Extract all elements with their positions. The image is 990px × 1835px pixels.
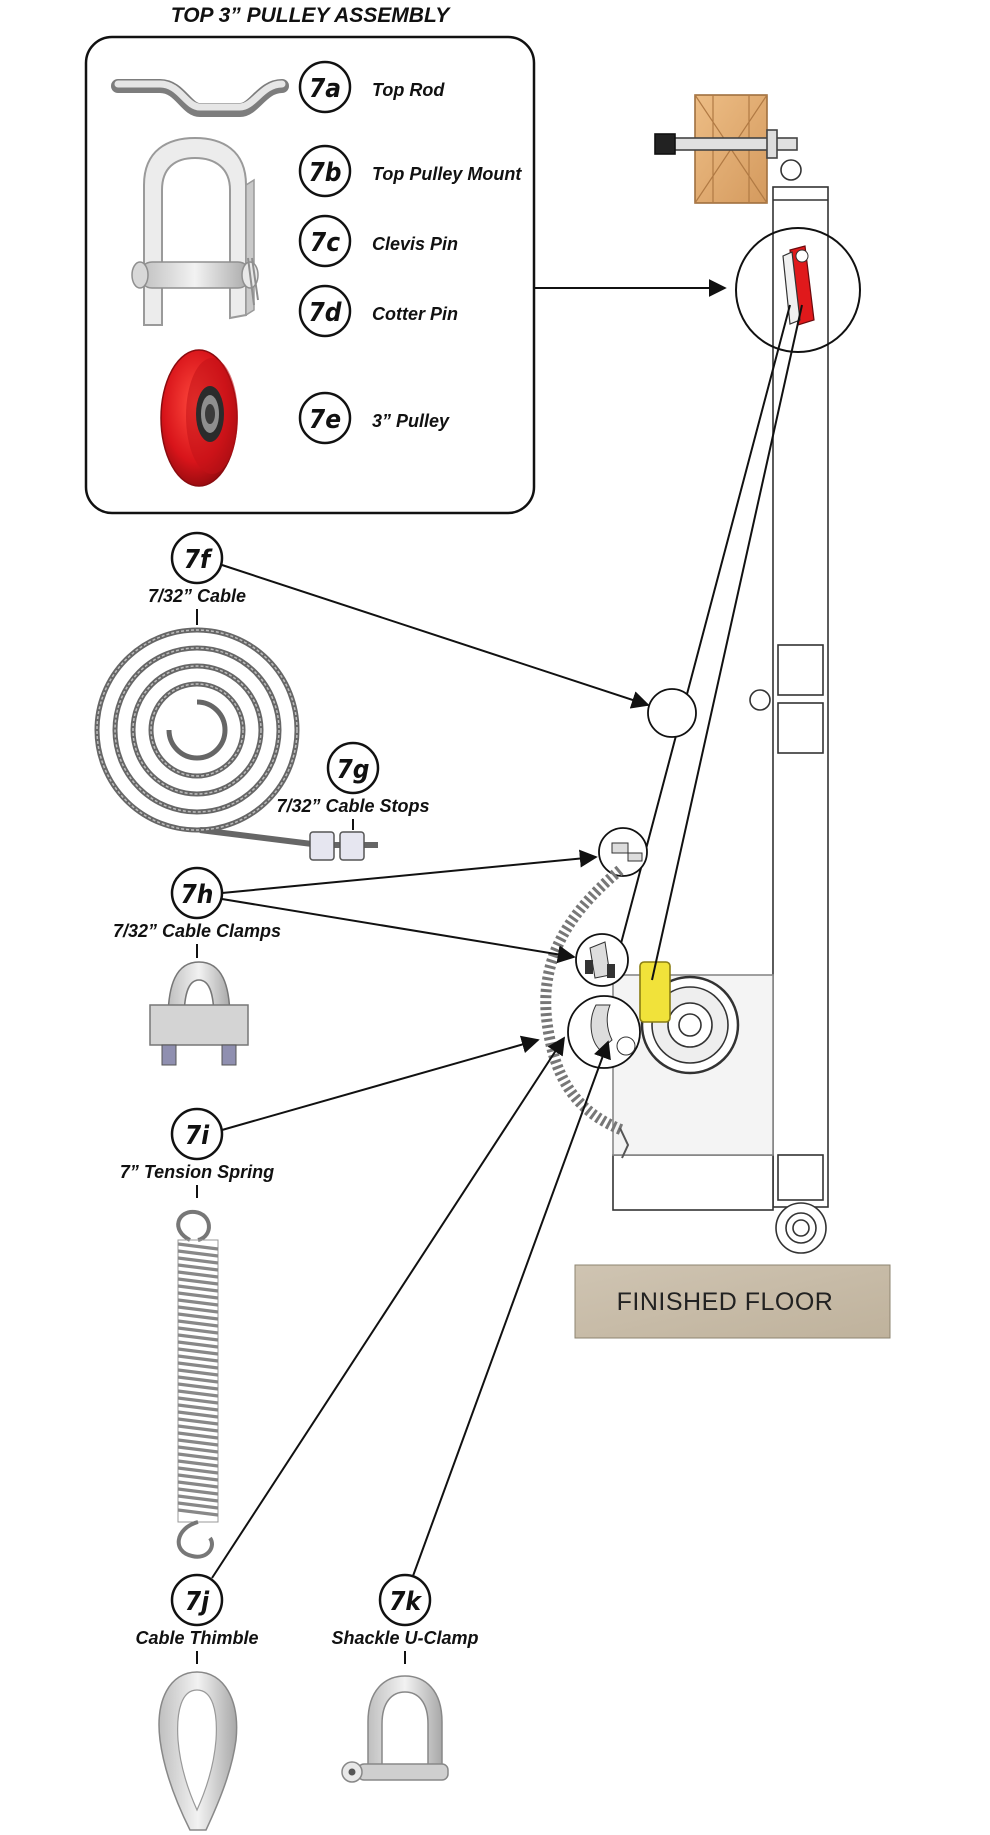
label-3in-pulley: 3” Pulley	[372, 411, 450, 431]
badge-7g: 7g	[326, 741, 380, 795]
cable-stops-icon	[309, 831, 365, 861]
badge-7i: 7i	[170, 1107, 224, 1161]
svg-text:7c: 7c	[310, 228, 340, 258]
clevis-pin-shape	[139, 261, 251, 289]
badge-7c: 7c	[298, 214, 352, 268]
svg-text:7k: 7k	[389, 1587, 422, 1617]
svg-text:7b: 7b	[308, 158, 341, 188]
arrow-7j	[211, 1036, 565, 1579]
badge-7f: 7f	[170, 531, 224, 585]
red-pulley-icon	[160, 349, 238, 487]
finished-floor	[574, 1264, 891, 1339]
badge-7b: 7b	[298, 144, 352, 198]
top-rod-icon	[111, 79, 289, 117]
top-pulley-callout	[735, 227, 861, 353]
label-cable-thimble: Cable Thimble	[135, 1628, 258, 1648]
svg-text:7d: 7d	[308, 298, 341, 328]
assembly-title: TOP 3” PULLEY ASSEMBLY	[171, 4, 451, 27]
label-clevis-pin: Clevis Pin	[372, 234, 458, 254]
thimble-shackle-callout	[567, 995, 641, 1069]
label-cotter-pin: Cotter Pin	[372, 304, 458, 324]
cable-stops-callout	[598, 827, 648, 877]
arrow-7h-upper	[221, 849, 598, 894]
cable-thimble-icon	[158, 1671, 238, 1831]
cable-clamps-callout	[575, 933, 629, 987]
cable-callout-circle	[647, 688, 697, 738]
svg-text:7e: 7e	[309, 405, 341, 435]
svg-text:7j: 7j	[185, 1587, 210, 1617]
label-top-pulley-mount: Top Pulley Mount	[372, 164, 522, 184]
label-cable-stops: 7/32” Cable Stops	[276, 796, 429, 816]
badge-7e: 7e	[298, 391, 352, 445]
cable-clamp-icon	[149, 961, 249, 1066]
label-cable: 7/32” Cable	[148, 586, 246, 606]
svg-text:7i: 7i	[185, 1121, 210, 1151]
cable-lines	[609, 304, 803, 986]
badge-7h: 7h	[170, 866, 224, 920]
badge-7a: 7a	[298, 60, 352, 114]
svg-text:7f: 7f	[184, 545, 213, 575]
tension-spring-icon	[176, 1209, 219, 1559]
shackle-icon	[341, 1675, 449, 1783]
arrow-7i	[221, 1035, 540, 1131]
badge-7d: 7d	[298, 284, 352, 338]
label-shackle-u-clamp: Shackle U-Clamp	[331, 1628, 478, 1648]
label-cable-clamps: 7/32” Cable Clamps	[113, 921, 281, 941]
svg-text:7a: 7a	[309, 74, 341, 104]
badge-7k: 7k	[378, 1573, 432, 1627]
floor-label: FINISHED FLOOR	[617, 1288, 834, 1316]
arrow-7k	[412, 1040, 611, 1577]
assembly-box	[84, 35, 536, 515]
arrow-7f	[221, 564, 650, 709]
top-pulley-mount-icon	[131, 136, 259, 326]
cable-coil-highlight	[96, 629, 298, 831]
frame-spring	[540, 865, 625, 1136]
frame-drawing	[612, 94, 829, 1254]
label-tension-spring: 7” Tension Spring	[120, 1162, 274, 1182]
arrow-7h-lower	[221, 898, 576, 964]
svg-text:7g: 7g	[336, 755, 369, 785]
label-top-rod: Top Rod	[372, 80, 445, 100]
badge-7j: 7j	[170, 1573, 224, 1627]
svg-text:7h: 7h	[181, 880, 214, 910]
